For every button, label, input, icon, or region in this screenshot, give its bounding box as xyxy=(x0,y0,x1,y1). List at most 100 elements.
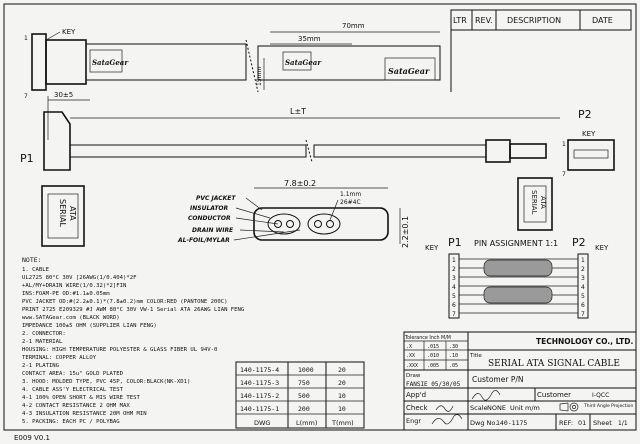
note-line-15: 3. HOOD: MOLDED TYPE, PVC 45P, COLOR:BLA… xyxy=(22,379,190,385)
rev-header-ltr: LTR xyxy=(453,16,467,25)
dwg-row-4-l: 200 xyxy=(298,405,310,413)
note-line-7: www.SATAGear.com (BLACK WORD) xyxy=(22,315,120,321)
tol-row-3-c: .05 xyxy=(449,363,458,369)
pin-left-1: 1 xyxy=(452,257,456,264)
pin-right-2: 2 xyxy=(581,266,585,273)
dwg-header-l: L(mm) xyxy=(296,419,317,427)
check-label: Check xyxy=(406,404,428,412)
tol-row-1-a: .X xyxy=(406,344,412,350)
layer-pvc-jacket: PVC JACKET xyxy=(196,195,236,202)
check-signature xyxy=(435,405,454,412)
pin-assignment-title: PIN ASSIGNMENT 1:1 xyxy=(474,239,558,248)
dwg-row-1-dwg: 140-1175-4 xyxy=(240,366,279,374)
note-line-16: 4. CABLE ASS'Y ELECTRICAL TEST xyxy=(22,387,124,393)
pin-7-label-top: 7 xyxy=(24,93,28,100)
serial-text-front: SERIAL xyxy=(58,199,67,228)
p2-end-view: KEY 1 7 xyxy=(562,130,615,178)
pin-7-label-p2: 7 xyxy=(562,171,566,178)
customer-label: Customer xyxy=(537,391,571,399)
cable-cross-section: 7.8±0.2 2.2±0.1 1.1mm 26#4C PVC JACKET I… xyxy=(177,179,410,248)
pin-right-7: 7 xyxy=(581,311,585,318)
brand-text-2: SataGear xyxy=(285,58,322,67)
cross-section-pair-1 xyxy=(267,213,301,235)
dwg-header-dwg: DWG xyxy=(254,419,270,427)
brand-text-3: SataGear xyxy=(388,66,430,76)
shield-pair-2 xyxy=(483,286,553,304)
cable-side-right xyxy=(313,144,487,158)
tol-row-2-b: .010 xyxy=(427,353,439,359)
dim-7-8: 7.8±0.2 xyxy=(284,179,316,188)
note-line-2: UL2725 80°C 30V [26AWG(1/0.404)*2F xyxy=(22,275,137,281)
brand-label-1 xyxy=(89,49,123,73)
side-view: 30±5 L±T P1 P2 xyxy=(20,91,592,171)
scale-value: NONE xyxy=(487,404,506,412)
dim-1-1mm: 1.1mm xyxy=(340,191,361,198)
pin-right-1: 1 xyxy=(581,257,585,264)
dim-35mm: 35mm xyxy=(298,35,321,43)
tol-row-2-a: .XX xyxy=(406,353,415,359)
brand-label-2 xyxy=(282,51,312,71)
sheet-label: Sheet xyxy=(593,419,612,427)
p2-label: P2 xyxy=(578,108,592,121)
dwg-row-2-dwg: 140-1175-3 xyxy=(240,379,279,387)
cable-top xyxy=(85,43,247,81)
pin-left-4: 4 xyxy=(452,284,456,291)
dwg-row-2-l: 750 xyxy=(298,379,310,387)
tol-row-1-c: .30 xyxy=(449,344,458,350)
note-line-17: 4-1 100% OPEN SHORT & MIS WIRE TEST xyxy=(22,395,141,401)
dwg-row-1-t: 20 xyxy=(338,366,346,374)
note-line-5: PVC JACKET OD:#(2.2±0.1)*(7.8±0.2)mm COL… xyxy=(22,299,227,305)
tol-row-3-b: .005 xyxy=(427,363,439,369)
p2-connector-end xyxy=(567,139,615,171)
tol-row-2-c: .10 xyxy=(449,353,458,359)
note-line-10: 2-1 MATERIAL xyxy=(22,339,63,345)
layer-al-foil: AL-FOIL/MYLAR xyxy=(177,237,230,244)
dwg-header-t: T(mm) xyxy=(331,419,354,427)
p1-front-view: SERIAL ATA xyxy=(41,185,85,247)
note-line-13: 2-1 PLATING xyxy=(22,363,60,369)
note-line-6: PRINT 2725 E209329 #J AWM 80°C 30V VW-1 … xyxy=(22,307,245,313)
dim-30: 30±5 xyxy=(54,91,73,99)
dwg-row-4-t: 10 xyxy=(338,405,346,413)
dwg-no-value: 140-1175 xyxy=(496,419,527,427)
revision-table: LTR REV. DESCRIPTION DATE xyxy=(450,9,632,92)
note-line-19: 4-3 INSULATION RESISTANCE 20M OHM MIN xyxy=(22,411,147,417)
pin-right-6: 6 xyxy=(581,302,585,309)
ata-text-front: ATA xyxy=(68,206,77,221)
layer-drain-wire: DRAIN WIRE xyxy=(192,227,234,234)
note-line-14: CONTACT AREA: 15u" GOLD PLATED xyxy=(22,371,124,377)
engr-label: Engr xyxy=(406,417,421,425)
brand-text-1: SataGear xyxy=(92,58,129,67)
note-line-11: HOUSING: HIGH TEMPERATURE POLYESTER & GL… xyxy=(22,347,217,353)
dwg-row-3-dwg: 140-1175-2 xyxy=(240,392,279,400)
appd-signature xyxy=(471,390,501,401)
p1-pin-label: P1 xyxy=(448,236,462,249)
customer-pn-label: Customer P/N xyxy=(472,375,523,384)
note-line-1: 1. CABLE xyxy=(22,267,50,273)
drawn-label: Draw xyxy=(406,373,421,379)
pin-assignment: P1 P2 PIN ASSIGNMENT 1:1 KEY KEY 1 2 3 4… xyxy=(425,236,609,319)
rev-label: REF: xyxy=(559,419,573,427)
note-line-18: 4-2 CONTACT RESISTANCE 2 OHM MAX xyxy=(22,403,130,409)
dwg-no-label: Dwg No. xyxy=(470,419,497,427)
scale-label: Scale xyxy=(470,404,488,412)
note-line-3: +AL/MY+DRAIN WIRE(1/0.32)*2]FIN xyxy=(22,283,126,289)
projection-label: Third Angle Projection xyxy=(583,403,634,409)
note-line-20: 5. PACKING: EACH PC / POLYBAG xyxy=(22,419,120,425)
dim-2-2: 2.2±0.1 xyxy=(401,216,410,248)
key-label-p2: KEY xyxy=(582,130,596,138)
ata-text-p2: ATA xyxy=(539,196,547,209)
pin-left-5: 5 xyxy=(452,293,456,300)
tol-row-3-a: .XXX xyxy=(406,363,418,369)
connector-top-body xyxy=(31,33,47,91)
brand-label-3 xyxy=(384,57,436,81)
tolerance-header: Tolerance Inch M/M xyxy=(404,335,451,341)
pin-left-6: 6 xyxy=(452,302,456,309)
key-label-left: KEY xyxy=(425,244,439,252)
p2-front-view: SERIAL ATA xyxy=(517,177,553,231)
pin-left-3: 3 xyxy=(452,275,456,282)
drawn-value: FANSIE 05/30/05 xyxy=(406,381,461,388)
appd-label: App'd xyxy=(406,391,426,399)
dwg-row-2-t: 20 xyxy=(338,379,346,387)
